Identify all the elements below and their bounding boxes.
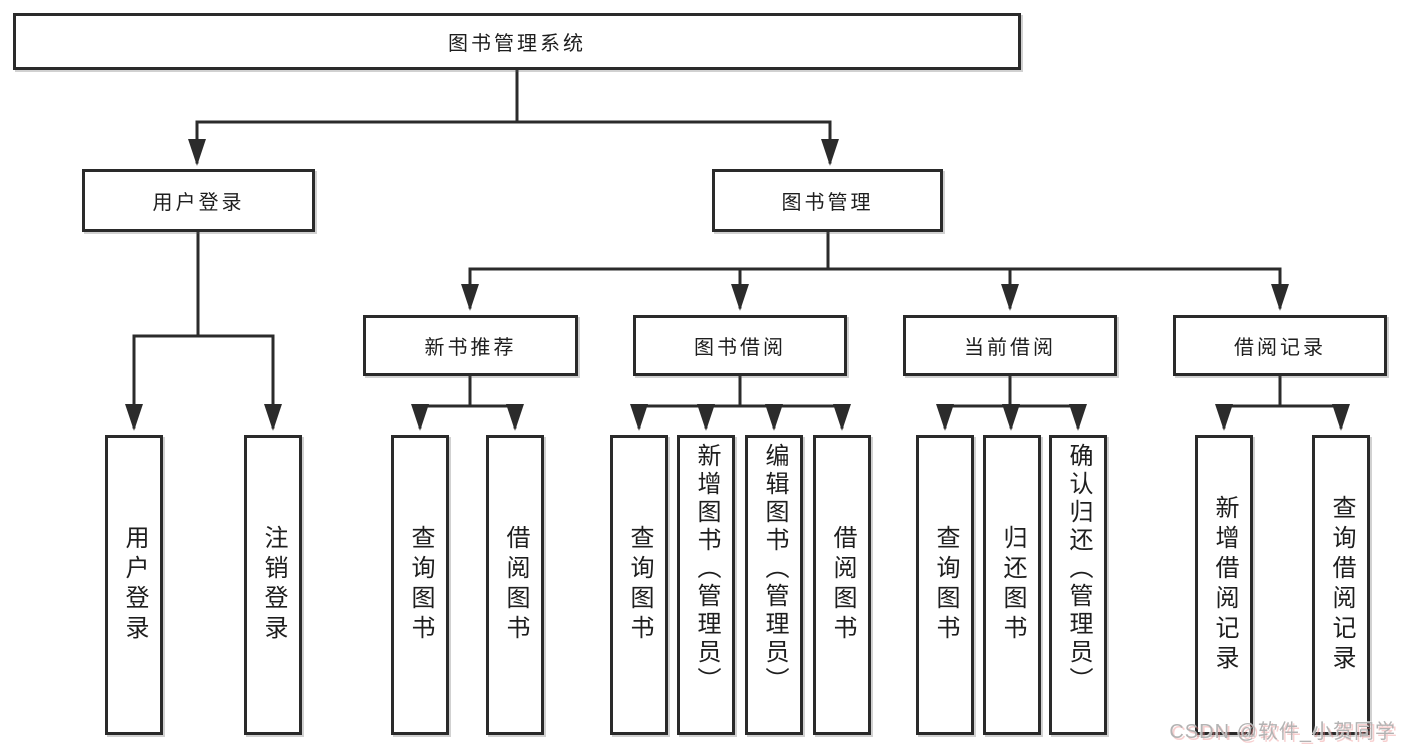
leaf-label: 新增图书（管理员） bbox=[693, 443, 720, 695]
leaf-recommend-query-book: 查询图书 bbox=[391, 435, 449, 735]
node-borrow-record: 借阅记录 bbox=[1173, 315, 1387, 376]
leaf-return-book: 归还图书 bbox=[983, 435, 1041, 735]
leaf-recommend-borrow-book: 借阅图书 bbox=[486, 435, 544, 735]
node-user-login: 用户登录 bbox=[82, 169, 315, 232]
node-label: 图书借阅 bbox=[694, 337, 786, 359]
connector-borrow-record-children bbox=[1215, 376, 1350, 431]
node-new-book-recommend: 新书推荐 bbox=[363, 315, 578, 376]
csdn-watermark: CSDN @软件_小贺同学 bbox=[1169, 721, 1396, 743]
leaf-user-login: 用户登录 bbox=[105, 435, 163, 735]
leaf-label: 新增借阅记录 bbox=[1211, 495, 1238, 675]
leaf-label: 用户登录 bbox=[121, 525, 148, 645]
node-label: 图书管理 bbox=[781, 192, 874, 214]
connector-root-to-level2 bbox=[188, 70, 839, 166]
node-label: 新书推荐 bbox=[424, 337, 517, 359]
leaf-edit-book-admin: 编辑图书（管理员） bbox=[745, 435, 803, 735]
connector-book-borrow-children bbox=[630, 376, 851, 431]
leaf-query-borrow-record: 查询借阅记录 bbox=[1312, 435, 1370, 735]
leaf-borrow-query-book: 查询图书 bbox=[610, 435, 668, 735]
node-book-borrow: 图书借阅 bbox=[633, 315, 847, 376]
connector-book-management-level3 bbox=[461, 232, 1289, 311]
leaf-label: 查询借阅记录 bbox=[1328, 495, 1355, 675]
leaf-confirm-return-admin: 确认归还（管理员） bbox=[1049, 435, 1107, 735]
connector-new-book-recommend-children bbox=[411, 376, 524, 431]
leaf-label: 确认归还（管理员） bbox=[1065, 443, 1092, 695]
leaf-label: 查询图书 bbox=[626, 525, 653, 645]
leaf-add-borrow-record: 新增借阅记录 bbox=[1195, 435, 1253, 735]
leaf-label: 编辑图书（管理员） bbox=[761, 443, 788, 695]
connector-user-login-children bbox=[125, 232, 282, 431]
leaf-borrow-book: 借阅图书 bbox=[813, 435, 871, 735]
leaf-label: 借阅图书 bbox=[829, 525, 856, 645]
node-book-management: 图书管理 bbox=[712, 169, 943, 232]
leaf-label: 注销登录 bbox=[260, 525, 287, 645]
node-label: 图书管理系统 bbox=[448, 33, 586, 55]
leaf-label: 归还图书 bbox=[999, 525, 1026, 645]
node-label: 借阅记录 bbox=[1234, 337, 1326, 359]
leaf-add-book-admin: 新增图书（管理员） bbox=[677, 435, 735, 735]
leaf-label: 查询图书 bbox=[407, 525, 434, 645]
node-label: 当前借阅 bbox=[964, 337, 1056, 359]
node-label: 用户登录 bbox=[152, 192, 245, 214]
connector-current-borrow-children bbox=[936, 376, 1087, 431]
node-current-borrow: 当前借阅 bbox=[903, 315, 1117, 376]
leaf-label: 借阅图书 bbox=[502, 525, 529, 645]
leaf-label: 查询图书 bbox=[932, 525, 959, 645]
leaf-current-query-book: 查询图书 bbox=[916, 435, 974, 735]
leaf-logout: 注销登录 bbox=[244, 435, 302, 735]
node-root-system: 图书管理系统 bbox=[13, 13, 1021, 70]
